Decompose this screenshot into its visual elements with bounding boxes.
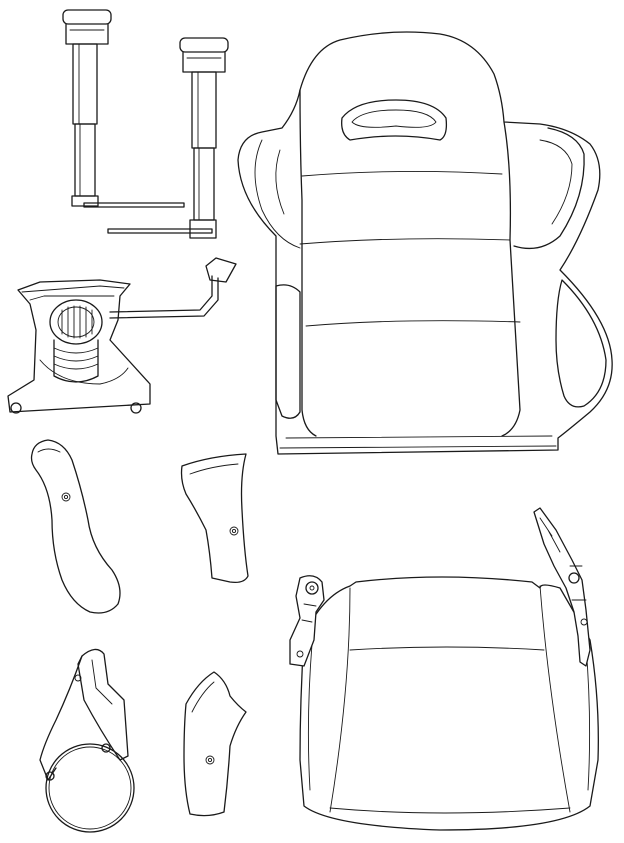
seat-cushion xyxy=(289,507,599,831)
recliner-cover-right xyxy=(183,671,247,817)
side-cover-left xyxy=(30,439,121,614)
tilt-mechanism xyxy=(7,257,237,414)
gas-lift-cylinder-left xyxy=(62,9,185,208)
backrest xyxy=(237,31,613,455)
recliner-cover-left xyxy=(39,648,135,833)
gas-lift-cylinder-right xyxy=(107,37,229,239)
side-cover-right xyxy=(180,453,249,584)
